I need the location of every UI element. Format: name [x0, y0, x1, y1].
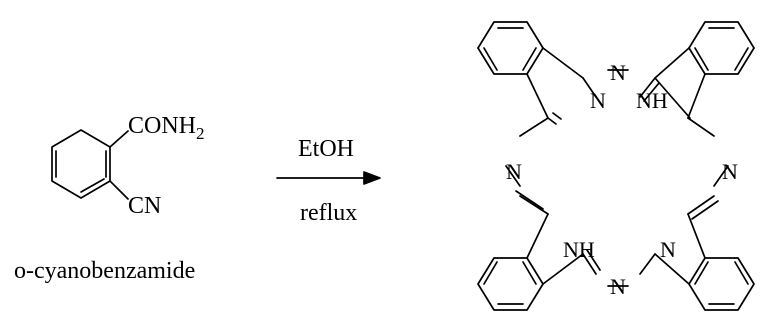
conh2-label: CONH2: [128, 113, 205, 143]
condition-labels: EtOH reflux: [298, 136, 357, 226]
atom-n-meso-right: N: [722, 159, 738, 184]
isoindole-top-right: [639, 21, 755, 119]
condition-label: reflux: [300, 200, 357, 226]
isoindole-bottom-right: [639, 195, 755, 311]
bond-to-conh2: [109, 130, 129, 148]
atom-nh-inner-bl: NH: [563, 237, 595, 262]
solvent-label: EtOH: [298, 136, 354, 162]
reactant-labels: CONH2 CN o-cyanobenzamide: [14, 113, 205, 284]
benzene-ring-reactant: [51, 129, 111, 199]
atom-n-meso-bottom: N: [610, 274, 626, 299]
atom-n-meso-top: N: [610, 60, 626, 85]
product-atom-labels: N N N N N NH NH N: [506, 60, 738, 299]
atom-nh-inner-tr: NH: [636, 88, 668, 113]
isoindole-bottom-left: [477, 190, 601, 311]
cn-label: CN: [128, 193, 161, 219]
atom-n-inner-tl: N: [590, 88, 606, 113]
bond-to-cn: [109, 180, 129, 200]
reaction-arrow: [276, 171, 381, 185]
meso-bridges: [505, 69, 729, 287]
atom-n-inner-br: N: [660, 237, 676, 262]
isoindole-top-left: [477, 21, 597, 125]
atom-n-meso-left: N: [506, 159, 522, 184]
reactant-name: o-cyanobenzamide: [14, 258, 195, 284]
